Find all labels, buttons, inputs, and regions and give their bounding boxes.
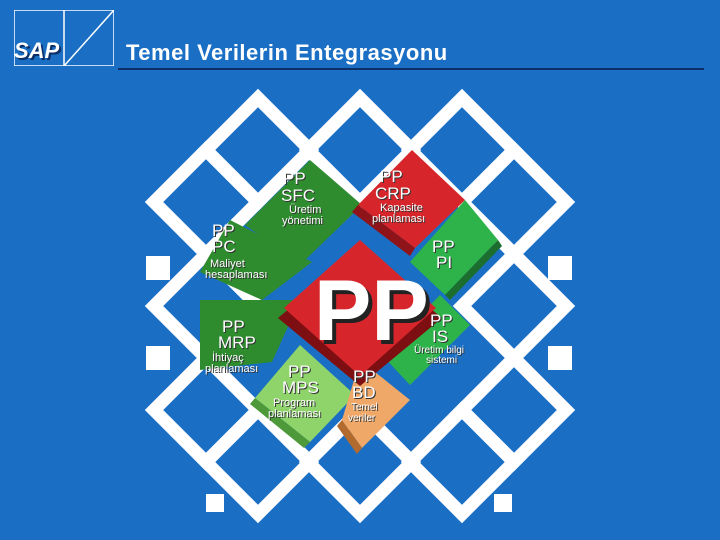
bd-name: BD [352,383,376,402]
bd-tile-side [337,420,362,454]
lattice-squares [146,256,572,512]
sap-logo [14,10,114,66]
sap-logo-text: SAP [14,38,60,63]
crp-tile [358,150,465,248]
title-divider [118,68,704,70]
mps-desc-1: Program [273,397,316,409]
pc-tile [200,220,312,300]
crp-name: CRP [375,184,411,203]
mrp-desc-1: İhtiyaç [212,352,244,364]
mrp-name: MRP [218,333,256,352]
is-code: PP [430,311,453,330]
sfc-tile [245,160,362,265]
mps-code: PP [288,362,311,381]
pi-tile-side [445,240,502,300]
sfc-code: PP [283,169,306,188]
center-label: PP [314,263,429,359]
pc-desc-2: hesaplaması [205,269,268,281]
pc-code: PP [212,221,235,240]
is-desc-2: sistemi [426,355,458,366]
bd-desc-1: Temel [351,402,378,413]
is-desc-1: Üretim bilgi [414,345,465,356]
pi-name: PI [436,253,453,272]
mrp-desc-2: planlaması [205,363,259,375]
page-title: Temel Verilerin Entegrasyonu [126,40,448,65]
is-tile [382,295,470,385]
sfc-name: SFC [281,186,315,205]
mps-desc-2: planlaması [268,408,322,420]
is-name: IS [432,327,449,346]
mps-tile [255,345,355,442]
mps-tile-side [250,398,310,448]
crp-code: PP [380,167,403,186]
bd-code: PP [353,367,376,386]
pc-desc-1: Maliyet [210,258,245,270]
center-diamond [284,240,436,376]
mps-name: MPS [282,378,319,397]
crp-tile-side [352,205,415,256]
pi-code: PP [432,237,455,256]
sfc-desc-2: yönetimi [282,215,323,227]
sfc-desc-1: Üretim [289,204,322,216]
pi-tile [410,200,498,295]
mrp-code: PP [222,317,245,336]
crp-desc-1: Kapasite [380,202,423,214]
crp-desc-2: planlaması [372,213,426,225]
pc-name: PC [212,237,236,256]
mrp-tile [200,300,300,370]
header-bar: SAP Temel Verilerin Entegrasyonu [0,0,720,70]
bd-desc-2: veriler [348,413,376,424]
